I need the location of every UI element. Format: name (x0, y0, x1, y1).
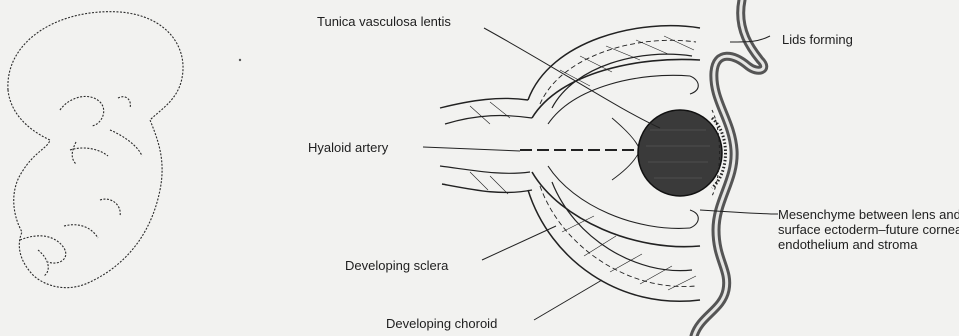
eye-section (440, 0, 764, 336)
label-hyaloid-artery: Hyaloid artery (308, 140, 388, 155)
label-developing-sclera: Developing sclera (345, 258, 448, 273)
embryo-drawing (8, 12, 183, 288)
label-lids-forming: Lids forming (782, 32, 853, 47)
label-tunica-vasculosa-lentis: Tunica vasculosa lentis (317, 14, 451, 29)
label-developing-choroid: Developing choroid (386, 316, 497, 331)
label-mesenchyme: Mesenchyme between lens and surface ecto… (778, 207, 959, 252)
